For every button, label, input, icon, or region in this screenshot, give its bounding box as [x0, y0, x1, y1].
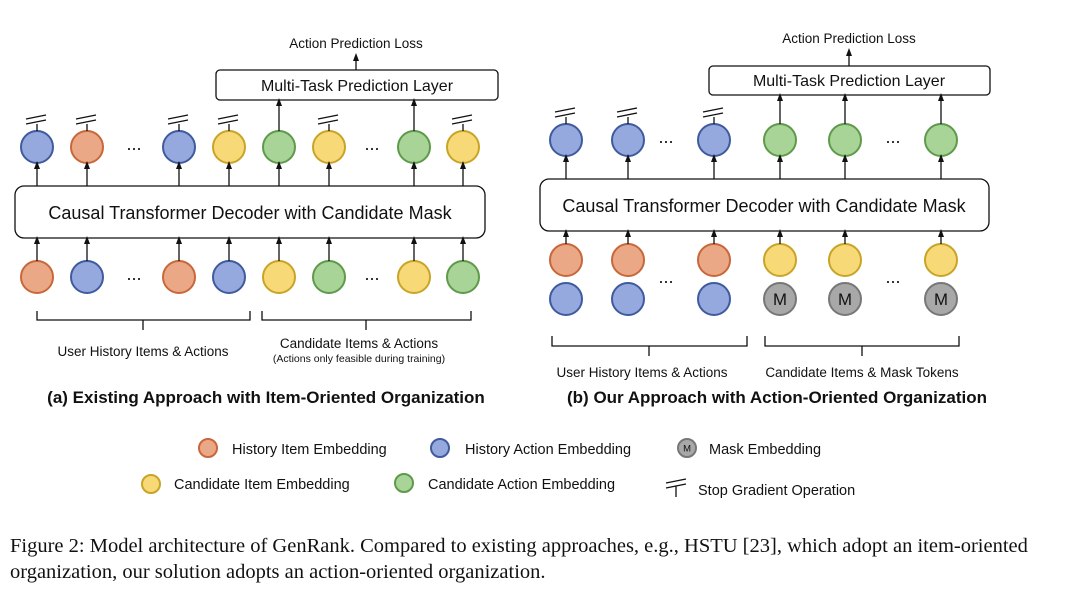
input-node-candidate-action	[312, 260, 346, 294]
panel-a-right-brace	[261, 311, 472, 330]
panel-a-prediction-layer-box	[215, 69, 499, 101]
legend-mask-label: Mask Embedding	[709, 442, 821, 458]
mask-glyph: M	[773, 290, 787, 309]
panel-a-input-row: ......	[20, 236, 480, 294]
panel-a-right-brace-note: (Actions only feasible during training)	[273, 353, 445, 365]
legend-stop-gradient-icon	[665, 478, 687, 497]
legend-candidate-action-label: Candidate Action Embedding	[428, 477, 615, 493]
legend-swatches: M	[141, 438, 697, 494]
input-bottom-node-mask: M	[763, 282, 797, 316]
panel-a-loss-label: Action Prediction Loss	[289, 36, 423, 51]
output-node-candidate-action	[262, 130, 296, 164]
legend-candidate-item-label: Candidate Item Embedding	[174, 477, 350, 493]
figure-caption: Figure 2: Model architecture of GenRank.…	[10, 535, 1028, 583]
input-top-node-history-item	[549, 243, 583, 277]
input-node-history-action	[70, 260, 104, 294]
input-node-history-item	[162, 260, 196, 294]
input-bottom-node-mask: M	[828, 282, 862, 316]
input-bottom-node-history-action	[549, 282, 583, 316]
ellipsis: ...	[364, 264, 379, 284]
input-node-candidate-item	[397, 260, 431, 294]
input-node-candidate-action	[446, 260, 480, 294]
input-top-node-candidate-item	[828, 243, 862, 277]
legend-history-action-label: History Action Embedding	[465, 442, 631, 458]
ellipsis: ...	[885, 127, 900, 147]
stop-gradient-icon	[702, 107, 724, 118]
output-node-candidate-item	[446, 130, 480, 164]
input-top-node-candidate-item	[924, 243, 958, 277]
panel-b-left-brace-label: User History Items & Actions	[556, 365, 727, 380]
legend-history-item-label: History Item Embedding	[232, 442, 387, 458]
panel-a-output-row: ......	[20, 98, 480, 186]
stop-gradient-icon	[25, 114, 47, 125]
mask-glyph: M	[683, 443, 691, 454]
panel-a-left-brace-label: User History Items & Actions	[57, 344, 228, 359]
legend-candidate-item-swatch	[141, 474, 161, 494]
mask-glyph: M	[838, 290, 852, 309]
output-node-history-action	[20, 130, 54, 164]
panel-b-right-brace	[764, 336, 960, 356]
stop-gradient-icon	[554, 107, 576, 118]
input-node-history-action	[212, 260, 246, 294]
stop-gradient-icon	[75, 114, 97, 125]
panel-b-title: (b) Our Approach with Action-Oriented Or…	[567, 388, 987, 407]
legend-history-item-swatch	[198, 438, 218, 458]
output-node-candidate-action	[763, 123, 797, 157]
output-node-history-action	[162, 130, 196, 164]
output-node-candidate-action	[397, 130, 431, 164]
ellipsis: ...	[658, 267, 673, 287]
input-top-node-candidate-item	[763, 243, 797, 277]
stop-gradient-icon	[616, 107, 638, 118]
panel-a-right-brace-label: Candidate Items & Actions	[280, 336, 439, 351]
ellipsis: ...	[658, 127, 673, 147]
panel-a-left-brace	[36, 311, 251, 330]
legend: M History Item Embedding History Action …	[141, 438, 855, 499]
panel-a-decoder-label: Causal Transformer Decoder with Candidat…	[48, 203, 452, 223]
output-node-history-item	[70, 130, 104, 164]
input-bottom-node-mask: M	[924, 282, 958, 316]
panel-a-title: (a) Existing Approach with Item-Oriented…	[47, 388, 485, 407]
ellipsis: ...	[364, 134, 379, 154]
stop-gradient-icon	[317, 114, 339, 125]
ellipsis: ...	[885, 267, 900, 287]
panel-b-input-rows: ...... M M M	[549, 229, 958, 316]
panel-b-decoder-box	[539, 178, 990, 232]
output-node-candidate-action	[828, 123, 862, 157]
mask-glyph: M	[934, 290, 948, 309]
output-node-candidate-item	[212, 130, 246, 164]
panel-b-right-brace-label: Candidate Items & Mask Tokens	[765, 365, 959, 380]
panel-b-decoder-label: Causal Transformer Decoder with Candidat…	[562, 196, 966, 216]
panel-a-prediction-layer-label: Multi-Task Prediction Layer	[261, 78, 454, 95]
output-node-history-action	[549, 123, 583, 157]
legend-history-action-swatch	[430, 438, 450, 458]
ellipsis: ...	[126, 264, 141, 284]
ellipsis: ...	[126, 134, 141, 154]
stop-gradient-icon	[167, 114, 189, 125]
output-node-history-action	[697, 123, 731, 157]
input-bottom-node-history-action	[697, 282, 731, 316]
output-node-candidate-action	[924, 123, 958, 157]
output-node-candidate-item	[312, 130, 346, 164]
input-node-history-item	[20, 260, 54, 294]
panel-a-decoder-box	[14, 185, 486, 239]
input-top-node-history-item	[611, 243, 645, 277]
input-bottom-node-history-action	[611, 282, 645, 316]
panel-b-left-brace	[551, 336, 748, 356]
panel-a: Action Prediction Loss Multi-Task Predic…	[14, 36, 499, 407]
panel-b-prediction-layer-label: Multi-Task Prediction Layer	[753, 73, 946, 90]
stop-gradient-icon	[217, 114, 239, 125]
panel-b-prediction-layer-box	[708, 65, 991, 96]
output-node-history-action	[611, 123, 645, 157]
legend-candidate-action-swatch	[394, 473, 414, 493]
panel-b-loss-label: Action Prediction Loss	[782, 31, 916, 46]
panel-b-output-row: ......	[549, 93, 958, 179]
input-node-candidate-item	[262, 260, 296, 294]
stop-gradient-icon	[451, 114, 473, 125]
legend-stop-gradient-label: Stop Gradient Operation	[698, 483, 855, 499]
legend-mask-swatch: M	[677, 438, 697, 458]
input-top-node-history-item	[697, 243, 731, 277]
panel-b: Action Prediction Loss Multi-Task Predic…	[539, 31, 991, 407]
